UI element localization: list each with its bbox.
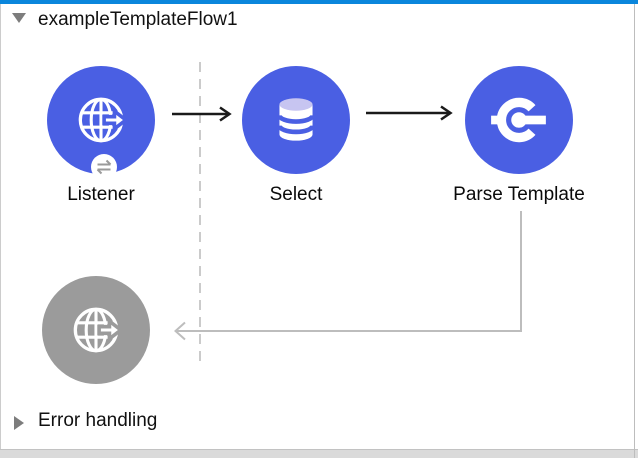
error-handling-toggle[interactable] [14,416,24,435]
triangle-right-icon [14,416,24,430]
message-flow-arrow-select-parsetemplate[interactable] [366,105,453,121]
horizontal-scrollbar-track[interactable] [0,449,638,458]
globe-arrow-icon [73,307,124,353]
canvas-right-border [634,4,635,458]
globe-arrow-icon [78,97,129,143]
exchange-arrows-badge [91,154,117,180]
node-listener[interactable] [47,66,155,180]
message-flow-arrow-listener-select[interactable] [172,106,232,122]
triangle-down-icon [12,13,26,23]
flow-collapse-toggle[interactable] [12,11,26,29]
node-label-parse-template: Parse Template [453,184,585,205]
flow-selection-accent-bar [0,0,638,4]
node-http-request-disabled[interactable] [42,276,150,384]
exchange-arrows-icon [96,159,112,175]
canvas-left-border [0,4,1,450]
loopback-gray-connector[interactable] [174,211,522,341]
node-label-select: Select [269,184,323,205]
node-select[interactable] [242,66,350,174]
database-icon [277,98,315,141]
node-label-listener: Listener [67,184,135,205]
node-parse-template[interactable] [465,66,573,174]
flow-title: exampleTemplateFlow1 [38,9,238,30]
core-component-c-icon [491,97,546,143]
error-handling-label: Error handling [38,410,158,431]
